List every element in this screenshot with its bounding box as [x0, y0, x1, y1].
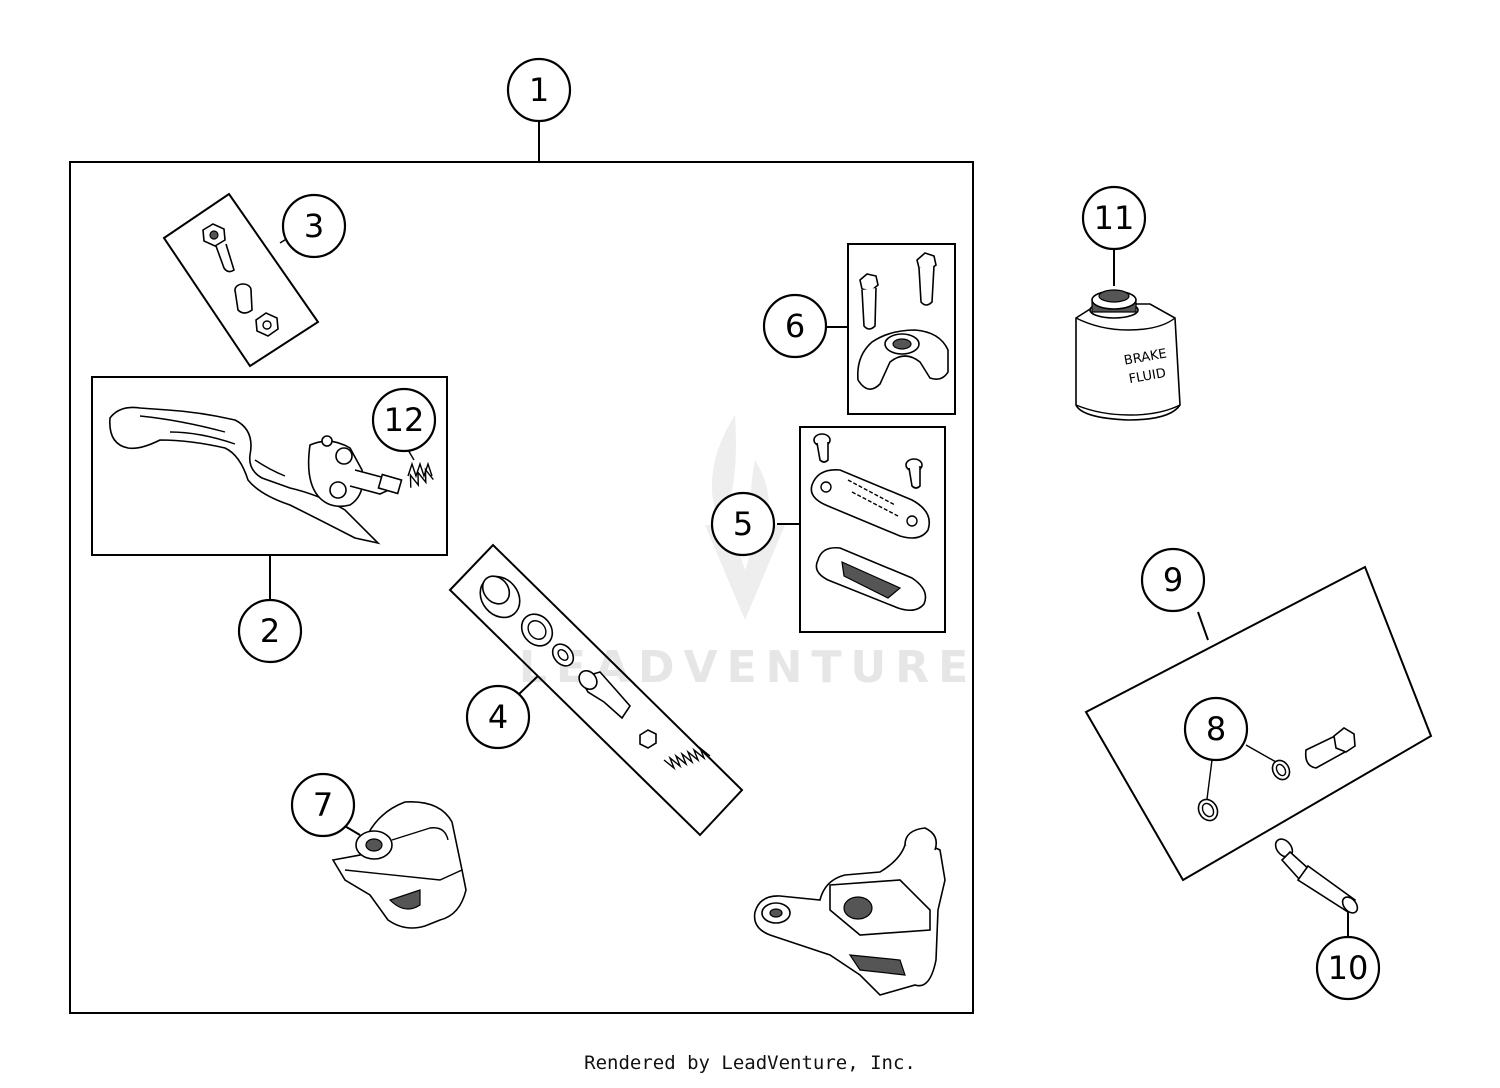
callout-10: 10 — [1315, 935, 1381, 1001]
part-7-master-cylinder-housing — [331, 801, 467, 929]
callout-12: 12 — [371, 387, 437, 453]
part-9-banjo-kit — [1084, 565, 1433, 882]
callout-1-label: 1 — [529, 71, 549, 109]
callout-4-label: 4 — [488, 698, 508, 736]
callout-9: 9 — [1140, 547, 1206, 613]
part-3-bolt-kit — [162, 192, 320, 368]
part-2-brake-lever — [91, 376, 448, 600]
callout-5-label: 5 — [733, 505, 753, 543]
can-label-line1: BRAKE — [1123, 346, 1168, 368]
part-5-reservoir-cover — [777, 426, 946, 633]
callout-3: 3 — [281, 193, 347, 259]
can-label-line2: FLUID — [1128, 366, 1167, 387]
callout-11-label: 11 — [1094, 199, 1135, 237]
callout-9-label: 9 — [1163, 561, 1183, 599]
callout-7: 7 — [290, 772, 356, 838]
footer-credit: Rendered by LeadVenture, Inc. — [584, 1052, 916, 1074]
callout-6-label: 6 — [785, 307, 805, 345]
callout-1: 1 — [506, 57, 572, 123]
callout-8: 8 — [1183, 696, 1249, 762]
callout-4: 4 — [465, 684, 531, 750]
part-4-piston-kit — [448, 543, 744, 837]
callout-2-label: 2 — [260, 612, 280, 650]
part-12-spring — [407, 461, 434, 488]
callout-2: 2 — [237, 598, 303, 664]
callout-12-label: 12 — [384, 401, 425, 439]
callout-3-label: 3 — [304, 207, 324, 245]
callout-10-label: 10 — [1328, 949, 1369, 987]
part-11-brake-fluid-can: BRAKE FLUID — [1075, 248, 1181, 421]
callout-11: 11 — [1081, 185, 1147, 251]
part-6-handlebar-clamp — [826, 243, 956, 415]
part-10-banjo-fitting — [1274, 838, 1359, 938]
callout-5: 5 — [710, 491, 776, 557]
assembly-frame — [69, 161, 974, 1014]
callout-8-label: 8 — [1206, 710, 1226, 748]
callout-6: 6 — [762, 293, 828, 359]
master-cylinder-body — [753, 827, 946, 996]
callout-7-label: 7 — [313, 786, 333, 824]
